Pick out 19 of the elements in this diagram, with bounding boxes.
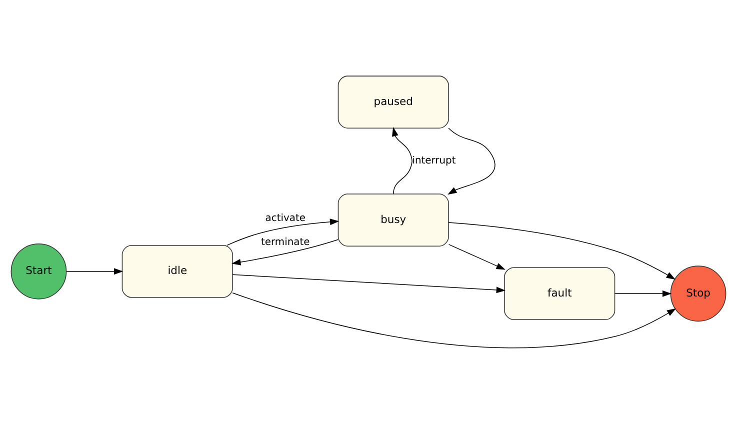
arrow <box>392 127 412 194</box>
node-box: fault <box>504 267 616 320</box>
arrow <box>232 274 506 294</box>
node-box: paused <box>338 76 449 129</box>
node-circle: Stop <box>670 266 726 322</box>
arrow <box>66 268 124 275</box>
node-box: busy <box>338 194 449 246</box>
arrow <box>448 222 676 280</box>
edge-label: terminate <box>261 236 310 248</box>
arrow <box>232 292 676 348</box>
arrow <box>614 290 672 297</box>
arrow <box>226 218 340 246</box>
arrow <box>448 244 506 270</box>
arrow <box>448 128 496 195</box>
edge-label: activate <box>265 213 306 224</box>
arrow <box>232 239 338 266</box>
node-circle: Start <box>10 243 67 300</box>
edge-label: interrupt <box>412 156 456 167</box>
node-box: idle <box>122 244 233 298</box>
